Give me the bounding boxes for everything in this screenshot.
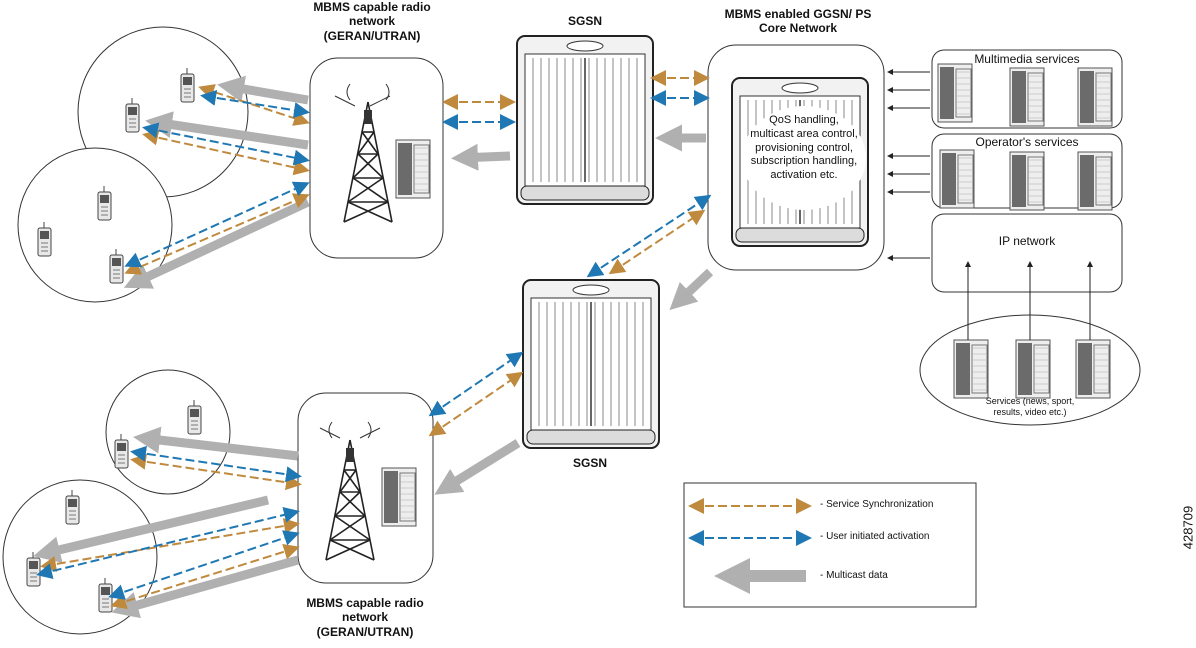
cell-coverage-area (2, 479, 158, 635)
user-activation-arrows (36, 89, 712, 600)
figure-number: 428709 (1180, 505, 1196, 550)
server-icon (1075, 339, 1111, 399)
ggsn-label: MBMS enabled GGSN/ PS Core Network (724, 7, 872, 36)
server-icon (939, 149, 975, 209)
server-icon (1077, 67, 1113, 127)
operator-services-label: Operator's services (975, 135, 1079, 149)
sgsn-top-label: SGSN (567, 14, 602, 28)
multimedia-services-label: Multimedia services (974, 52, 1080, 66)
radio-network-bottom-label: MBMS capable radio network (GERAN/UTRAN) (306, 596, 424, 639)
server-icon (1015, 339, 1051, 399)
sgsn-bottom-rack (522, 279, 660, 449)
cell-coverage-area (105, 369, 231, 495)
legend-activation-label: - User initiated activation (820, 531, 930, 542)
server-icon (937, 63, 973, 123)
server-icon (1009, 151, 1045, 211)
server-rack-icon (381, 467, 417, 527)
ip-network-box (931, 213, 1123, 293)
server-icon (1009, 67, 1045, 127)
server-icon (1077, 151, 1113, 211)
legend-multicast-label: - Multicast data (820, 570, 888, 581)
legend-sync-label: - Service Synchronization (820, 499, 934, 510)
server-rack-icon (395, 139, 431, 199)
server-icon (953, 339, 989, 399)
ggsn-functions-text: QoS handling, multicast area control, pr… (750, 114, 858, 181)
ip-network-label: IP network (998, 234, 1056, 248)
radio-network-node-top (309, 57, 444, 259)
sgsn-bottom-label: SGSN (572, 456, 607, 470)
radio-network-top-label: MBMS capable radio network (GERAN/UTRAN) (313, 0, 431, 43)
content-services-label: Services (news, sport, results, video et… (985, 396, 1075, 417)
sgsn-top-rack (516, 35, 654, 205)
